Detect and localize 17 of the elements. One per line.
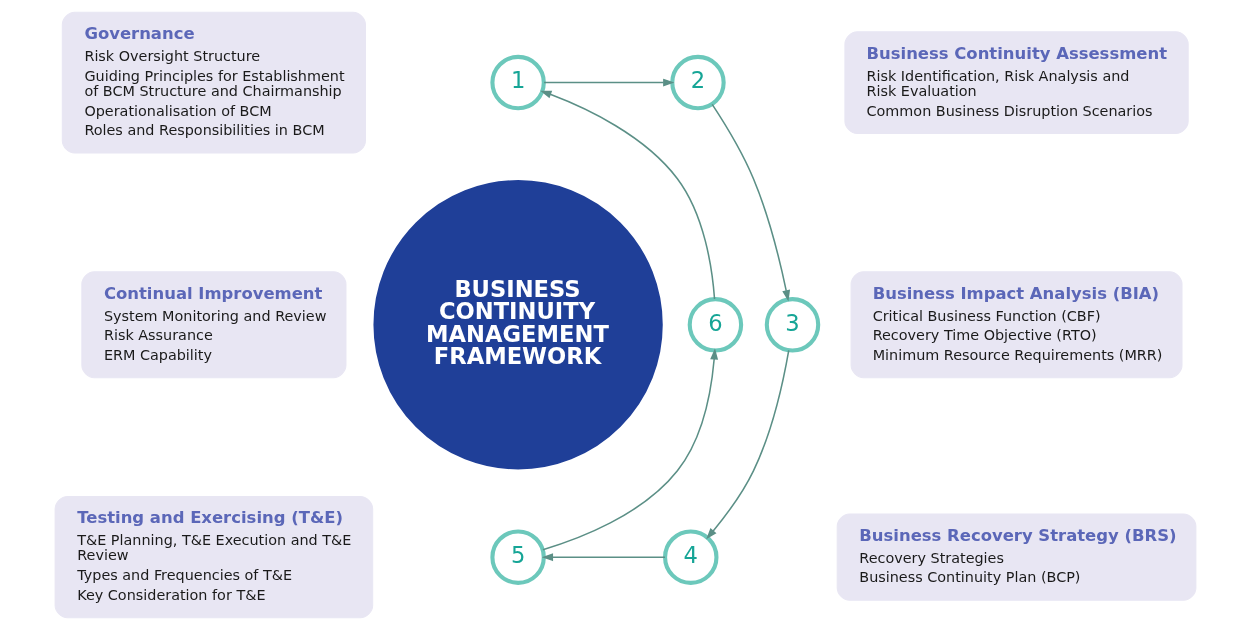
node-circle: 6 bbox=[687, 297, 743, 353]
arrow bbox=[705, 349, 789, 540]
node-box: Governance Risk Oversight Structure Guiding Principles for Establishment of BCM Structure and Chairmanship Operationalisation of BCM Roles and Responsibilities in BCM bbox=[61, 11, 366, 154]
node-box: Testing and Exercising (T&E) T&E Planning, T&E Execution and T&E Review Types and Frequencies of T&E Key Consideration for T&E bbox=[54, 496, 373, 619]
arrow bbox=[539, 90, 715, 300]
arrow bbox=[541, 348, 718, 551]
node-box: Business Impact Analysis (BIA) Critical Business Function (CBF) Recovery Time Objective (RTO) Minimum Resource Requirements (MRR) bbox=[850, 271, 1183, 379]
node-box: Business Recovery Strategy (BRS) Recovery Strategies Business Continuity Plan (BCP) bbox=[836, 513, 1196, 601]
node-box: Continual Improvement System Monitoring and Review Risk Assurance ERM Capability bbox=[80, 271, 346, 379]
node-circle: 3 bbox=[764, 297, 820, 353]
node-box: Business Continuity Assessment Risk Identification, Risk Analysis and Risk Evaluation Common Business Disruption Scenarios bbox=[843, 31, 1189, 134]
node-circle: 5 bbox=[489, 529, 546, 585]
node-circle: 2 bbox=[669, 54, 726, 111]
arrow bbox=[710, 103, 790, 302]
node-circle: 1 bbox=[489, 54, 546, 111]
arrow bbox=[541, 553, 666, 562]
arrow bbox=[542, 78, 674, 87]
